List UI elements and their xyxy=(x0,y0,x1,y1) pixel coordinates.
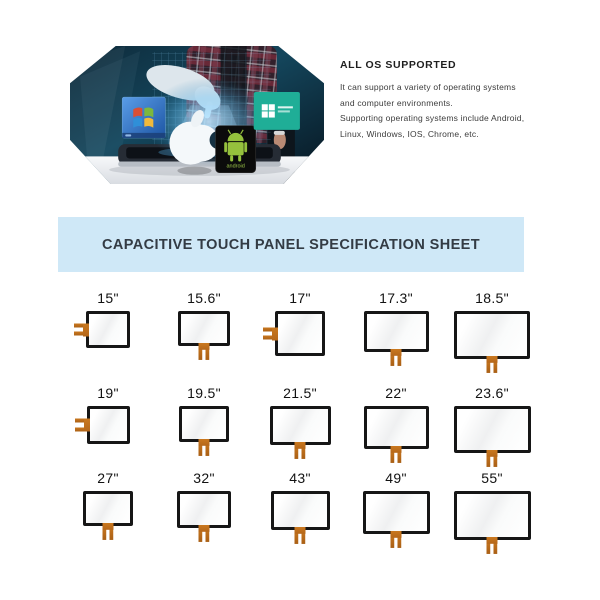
touch-panel-graphic xyxy=(453,491,531,554)
touch-panel-graphic xyxy=(179,406,229,456)
spec-banner: CAPACITIVE TOUCH PANEL SPECIFICATION SHE… xyxy=(58,217,524,272)
hero-text-block: ALL OS SUPPORTED It can support a variet… xyxy=(340,59,578,142)
panel-row: 19" 19.5" 21.5" 22" 23.6" xyxy=(60,385,540,467)
panel-cell: 23.6" xyxy=(444,385,540,467)
panel-cell: 27" xyxy=(60,470,156,540)
panel-size-grid: 15" 15.6" 17" 17.3" 18.5" 19" xyxy=(60,290,540,580)
hero-description-line: Supporting operating systems include And… xyxy=(340,113,525,123)
flex-cable-icon xyxy=(294,527,306,544)
panel-size-label: 55" xyxy=(481,470,503,486)
flex-cable-icon xyxy=(390,349,402,366)
microsoft-logo xyxy=(253,92,300,130)
panel-size-label: 21.5" xyxy=(283,385,317,401)
flex-cable-icon xyxy=(263,327,278,340)
panel-size-label: 27" xyxy=(97,470,119,486)
panel-cell: 15" xyxy=(60,290,156,359)
panel-size-label: 23.6" xyxy=(475,385,509,401)
touch-panel-graphic xyxy=(263,311,325,356)
touch-panel-graphic xyxy=(74,311,130,348)
touch-panel-graphic xyxy=(178,311,230,360)
apple-logo xyxy=(169,110,228,175)
touch-panel-graphic xyxy=(74,406,130,444)
flex-cable-icon xyxy=(198,343,210,360)
panel-size-label: 19.5" xyxy=(187,385,221,401)
touch-panel-graphic xyxy=(177,491,231,542)
hero-product-image: android xyxy=(70,46,324,184)
hero-description-line: Linux, Windows, IOS, Chrome, etc. xyxy=(340,128,479,139)
panel-cell: 49" xyxy=(348,470,444,548)
touch-panel-graphic xyxy=(363,406,429,463)
windows7-logo xyxy=(121,96,166,139)
touch-panel-graphic xyxy=(269,406,331,459)
touch-panel-graphic xyxy=(270,491,330,544)
panel-cell: 17" xyxy=(252,290,348,359)
panel-cell: 55" xyxy=(444,470,540,554)
android-logo: android xyxy=(215,125,257,174)
panel-cell: 15.6" xyxy=(156,290,252,360)
panel-size-label: 15.6" xyxy=(187,290,221,306)
panel-cell: 21.5" xyxy=(252,385,348,459)
android-logo-label: android xyxy=(226,164,244,170)
touch-panel-graphic xyxy=(363,311,429,366)
panel-cell: 22" xyxy=(348,385,444,463)
spec-banner-title: CAPACITIVE TOUCH PANEL SPECIFICATION SHE… xyxy=(102,236,480,253)
panel-size-label: 18.5" xyxy=(475,290,509,306)
panel-cell: 32" xyxy=(156,470,252,542)
panel-cell: 19.5" xyxy=(156,385,252,456)
panel-row: 15" 15.6" 17" 17.3" 18.5" xyxy=(60,290,540,373)
panel-size-label: 17.3" xyxy=(379,290,413,306)
flex-cable-icon xyxy=(486,450,498,467)
panel-cell: 43" xyxy=(252,470,348,544)
panel-size-label: 43" xyxy=(289,470,311,486)
flex-cable-icon xyxy=(486,356,498,373)
panel-cell: 18.5" xyxy=(444,290,540,373)
flex-cable-icon xyxy=(486,537,498,554)
panel-cell: 19" xyxy=(60,385,156,453)
touch-panel-graphic xyxy=(362,491,430,548)
touch-panel-graphic xyxy=(453,406,531,467)
hero-description: It can support a variety of operating sy… xyxy=(340,80,578,142)
flex-cable-icon xyxy=(74,323,89,336)
panel-row: 27" 32" 43" 49" 55" xyxy=(60,470,540,554)
touch-panel-graphic xyxy=(454,311,530,373)
panel-size-label: 15" xyxy=(97,290,119,306)
hero-description-line: It can support a variety of operating sy… xyxy=(340,82,516,92)
flex-cable-icon xyxy=(102,523,114,540)
hero-heading: ALL OS SUPPORTED xyxy=(340,59,457,71)
flex-cable-icon xyxy=(294,442,306,459)
touchscreen-hologram-illustration: android xyxy=(70,46,324,184)
flex-cable-icon xyxy=(198,439,210,456)
panel-size-label: 22" xyxy=(385,385,407,401)
panel-size-label: 19" xyxy=(97,385,119,401)
panel-size-label: 32" xyxy=(193,470,215,486)
flex-cable-icon xyxy=(74,418,90,432)
panel-size-label: 49" xyxy=(385,470,407,486)
panel-cell: 17.3" xyxy=(348,290,444,366)
touch-panel-graphic xyxy=(83,491,133,540)
flex-cable-icon xyxy=(390,531,402,548)
flex-cable-icon xyxy=(198,525,210,542)
hero-description-line: and computer environments. xyxy=(340,97,453,108)
panel-size-label: 17" xyxy=(289,290,311,306)
flex-cable-icon xyxy=(390,446,402,463)
